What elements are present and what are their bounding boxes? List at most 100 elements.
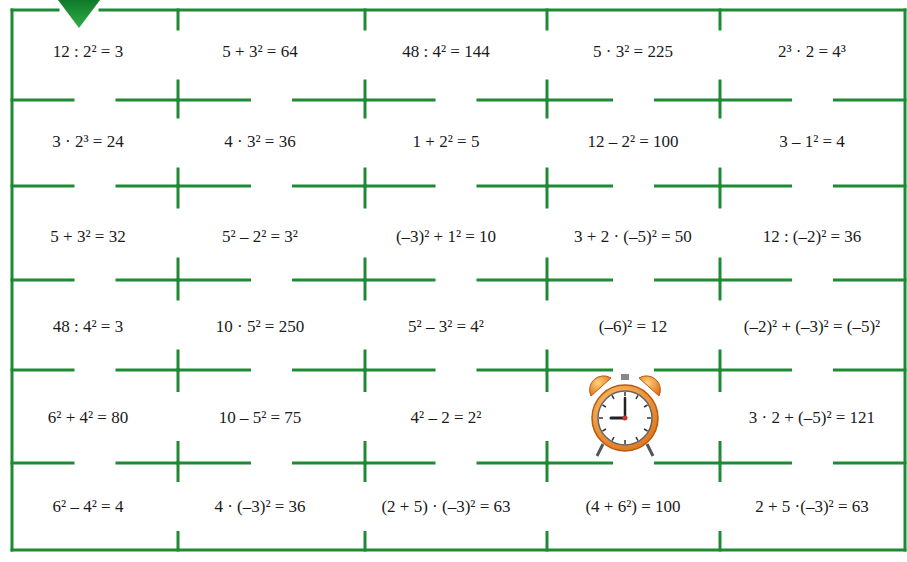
equation-text: 12 – 2² = 100 <box>587 132 678 152</box>
maze-wall <box>835 369 906 372</box>
maze-wall <box>294 462 366 465</box>
equation-text: (2 + 5) · (–3)² = 63 <box>381 497 510 517</box>
equation-text: 4² – 2 = 2² <box>411 408 482 428</box>
maze-wall <box>720 185 791 188</box>
equation-text: 5² – 3² = 4² <box>408 317 484 337</box>
maze-wall <box>177 280 180 299</box>
maze-wall <box>365 99 434 102</box>
maze-wall <box>835 99 906 102</box>
maze-wall <box>364 169 367 186</box>
clock-tick <box>636 437 638 440</box>
equation-text: 3 + 2 · (–5)² = 50 <box>574 227 692 247</box>
maze-wall <box>835 185 906 188</box>
maze-wall <box>719 81 722 100</box>
clock-tick <box>636 395 638 398</box>
clock-tick <box>644 405 647 407</box>
maze-wall <box>364 81 367 100</box>
maze-wall <box>294 369 366 372</box>
maze-wall <box>12 185 73 188</box>
equation-text: (–3)² + 1² = 10 <box>396 227 496 247</box>
maze-wall <box>719 463 722 481</box>
maze-wall <box>177 259 180 280</box>
maze-wall <box>719 370 722 391</box>
equation-text: 6² + 4² = 80 <box>48 408 128 428</box>
maze-wall <box>177 533 180 551</box>
maze-wall <box>364 100 367 117</box>
equation-text: 12 : 2² = 3 <box>53 42 123 62</box>
equation-text: 12 : (–2)² = 36 <box>763 227 862 247</box>
maze-wall <box>364 280 367 299</box>
maze-wall <box>178 185 250 188</box>
maze-wall <box>364 10 367 29</box>
maze-wall <box>546 351 549 370</box>
maze-wall <box>364 533 367 551</box>
maze-wall <box>478 185 547 188</box>
maze-wall <box>178 369 250 372</box>
maze-wall <box>117 462 178 465</box>
maze-wall <box>478 279 547 282</box>
maze-wall <box>12 462 73 465</box>
maze-wall <box>546 10 549 29</box>
maze-wall <box>12 99 73 102</box>
maze-wall <box>177 443 180 464</box>
equation-text: 3 · 2 + (–5)² = 121 <box>749 408 875 428</box>
maze-wall <box>719 100 722 117</box>
maze-wall <box>12 369 73 372</box>
maze-wall <box>720 99 791 102</box>
maze-wall <box>364 443 367 464</box>
maze-wall <box>547 279 612 282</box>
maze-wall <box>364 351 367 370</box>
maze-wall <box>12 549 905 552</box>
equation-text: (4 + 6²) = 100 <box>585 497 680 517</box>
maze-wall <box>364 370 367 391</box>
clock-tick <box>612 437 614 440</box>
maze-wall <box>546 370 549 391</box>
equation-text: 5 + 3² = 32 <box>50 227 125 247</box>
maze-wall <box>177 370 180 391</box>
maze-wall <box>719 186 722 207</box>
maze-wall <box>720 279 791 282</box>
maze-wall <box>364 259 367 280</box>
maze-wall <box>547 369 612 372</box>
maze-wall <box>177 463 180 481</box>
clock-tick <box>612 395 614 398</box>
maze-wall <box>547 99 612 102</box>
maze-wall <box>719 280 722 299</box>
maze-wall <box>12 9 58 12</box>
maze-wall <box>546 81 549 100</box>
maze-wall <box>364 463 367 481</box>
equation-text: 48 : 4² = 144 <box>402 42 489 62</box>
maze-wall <box>365 185 434 188</box>
equation-text: 10 – 5² = 75 <box>219 408 302 428</box>
clock-tick <box>602 405 605 407</box>
maze-wall <box>365 462 434 465</box>
maze-wall <box>546 259 549 280</box>
equation-text: 5 · 3² = 225 <box>593 42 673 62</box>
maze-wall <box>835 279 906 282</box>
maze-wall <box>117 99 178 102</box>
equation-text: 2 + 5 ·(–3)² = 63 <box>755 497 869 517</box>
maze-wall <box>294 185 366 188</box>
maze-wall <box>177 100 180 117</box>
maze-wall <box>177 186 180 207</box>
equation-text: 2³ · 2 = 4³ <box>778 42 846 62</box>
clock-tick <box>644 429 647 431</box>
equation-text: (–6)² = 12 <box>599 317 668 337</box>
maze-wall <box>719 351 722 370</box>
maze-wall <box>364 186 367 207</box>
maze-wall <box>546 280 549 299</box>
maze-wall <box>178 99 250 102</box>
equation-text: 1 + 2² = 5 <box>413 132 480 152</box>
maze-wall <box>720 462 791 465</box>
equation-text: 10 · 5² = 250 <box>216 317 304 337</box>
maze-wall <box>178 279 250 282</box>
maze-wall <box>719 10 722 29</box>
maze-wall <box>365 279 434 282</box>
maze-wall <box>546 443 549 464</box>
maze-wall <box>546 533 549 551</box>
maze-wall <box>720 369 791 372</box>
equation-text: 4 · 3² = 36 <box>224 132 295 152</box>
maze-wall <box>656 279 721 282</box>
